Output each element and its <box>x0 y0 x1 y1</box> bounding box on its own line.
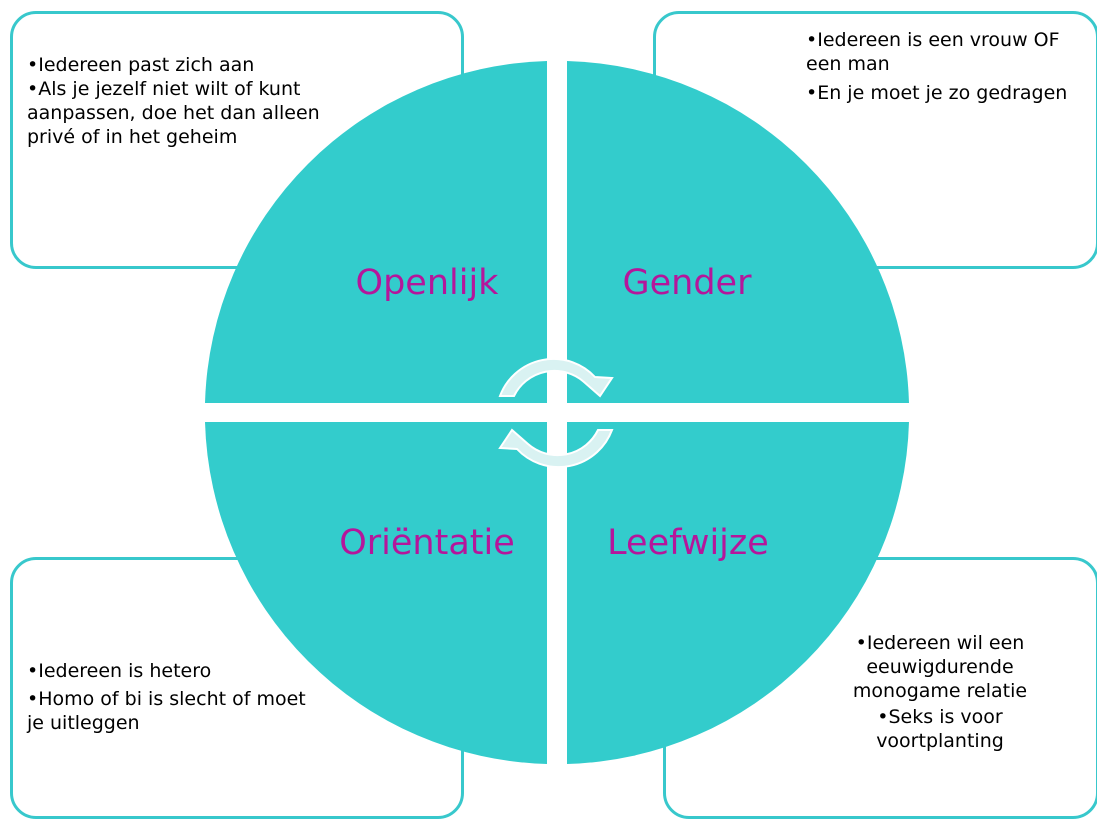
arrow-bottom-icon <box>498 428 614 469</box>
cycle-arrows-icon <box>498 357 614 469</box>
bullets-gender: Iedereen is een vrouw OF een man En je m… <box>806 28 1076 105</box>
label-gender: Gender <box>623 263 753 303</box>
bullets-leefwijze: Iedereen wil een eeuwigdurende monogame … <box>835 631 1045 753</box>
segment-leefwijze <box>567 422 909 764</box>
label-leefwijze: Leefwijze <box>607 523 769 563</box>
bullet-item: Iedereen is een vrouw OF een man <box>806 28 1076 76</box>
label-orientatie: Oriëntatie <box>339 523 515 563</box>
segment-gender <box>567 61 909 403</box>
segment-openlijk <box>205 61 547 403</box>
bullet-item: Iedereen past zich aan <box>27 53 327 77</box>
label-openlijk: Openlijk <box>356 263 500 303</box>
bullet-item: Iedereen wil een eeuwigdurende monogame … <box>835 631 1045 703</box>
arrow-top-icon <box>498 357 614 398</box>
bullet-item: Iedereen is hetero <box>27 659 327 683</box>
segment-orientatie <box>205 422 547 764</box>
bullet-item: Als je jezelf niet wilt of kunt aanpasse… <box>27 77 327 149</box>
bullet-item: Seks is voor voortplanting <box>835 705 1045 753</box>
bullet-item: Homo of bi is slecht of moet je uitlegge… <box>27 687 327 735</box>
bullet-item: En je moet je zo gedragen <box>806 81 1076 105</box>
bullets-openlijk: Iedereen past zich aan Als je jezelf nie… <box>27 53 327 149</box>
bullets-orientatie: Iedereen is hetero Homo of bi is slecht … <box>27 659 327 735</box>
